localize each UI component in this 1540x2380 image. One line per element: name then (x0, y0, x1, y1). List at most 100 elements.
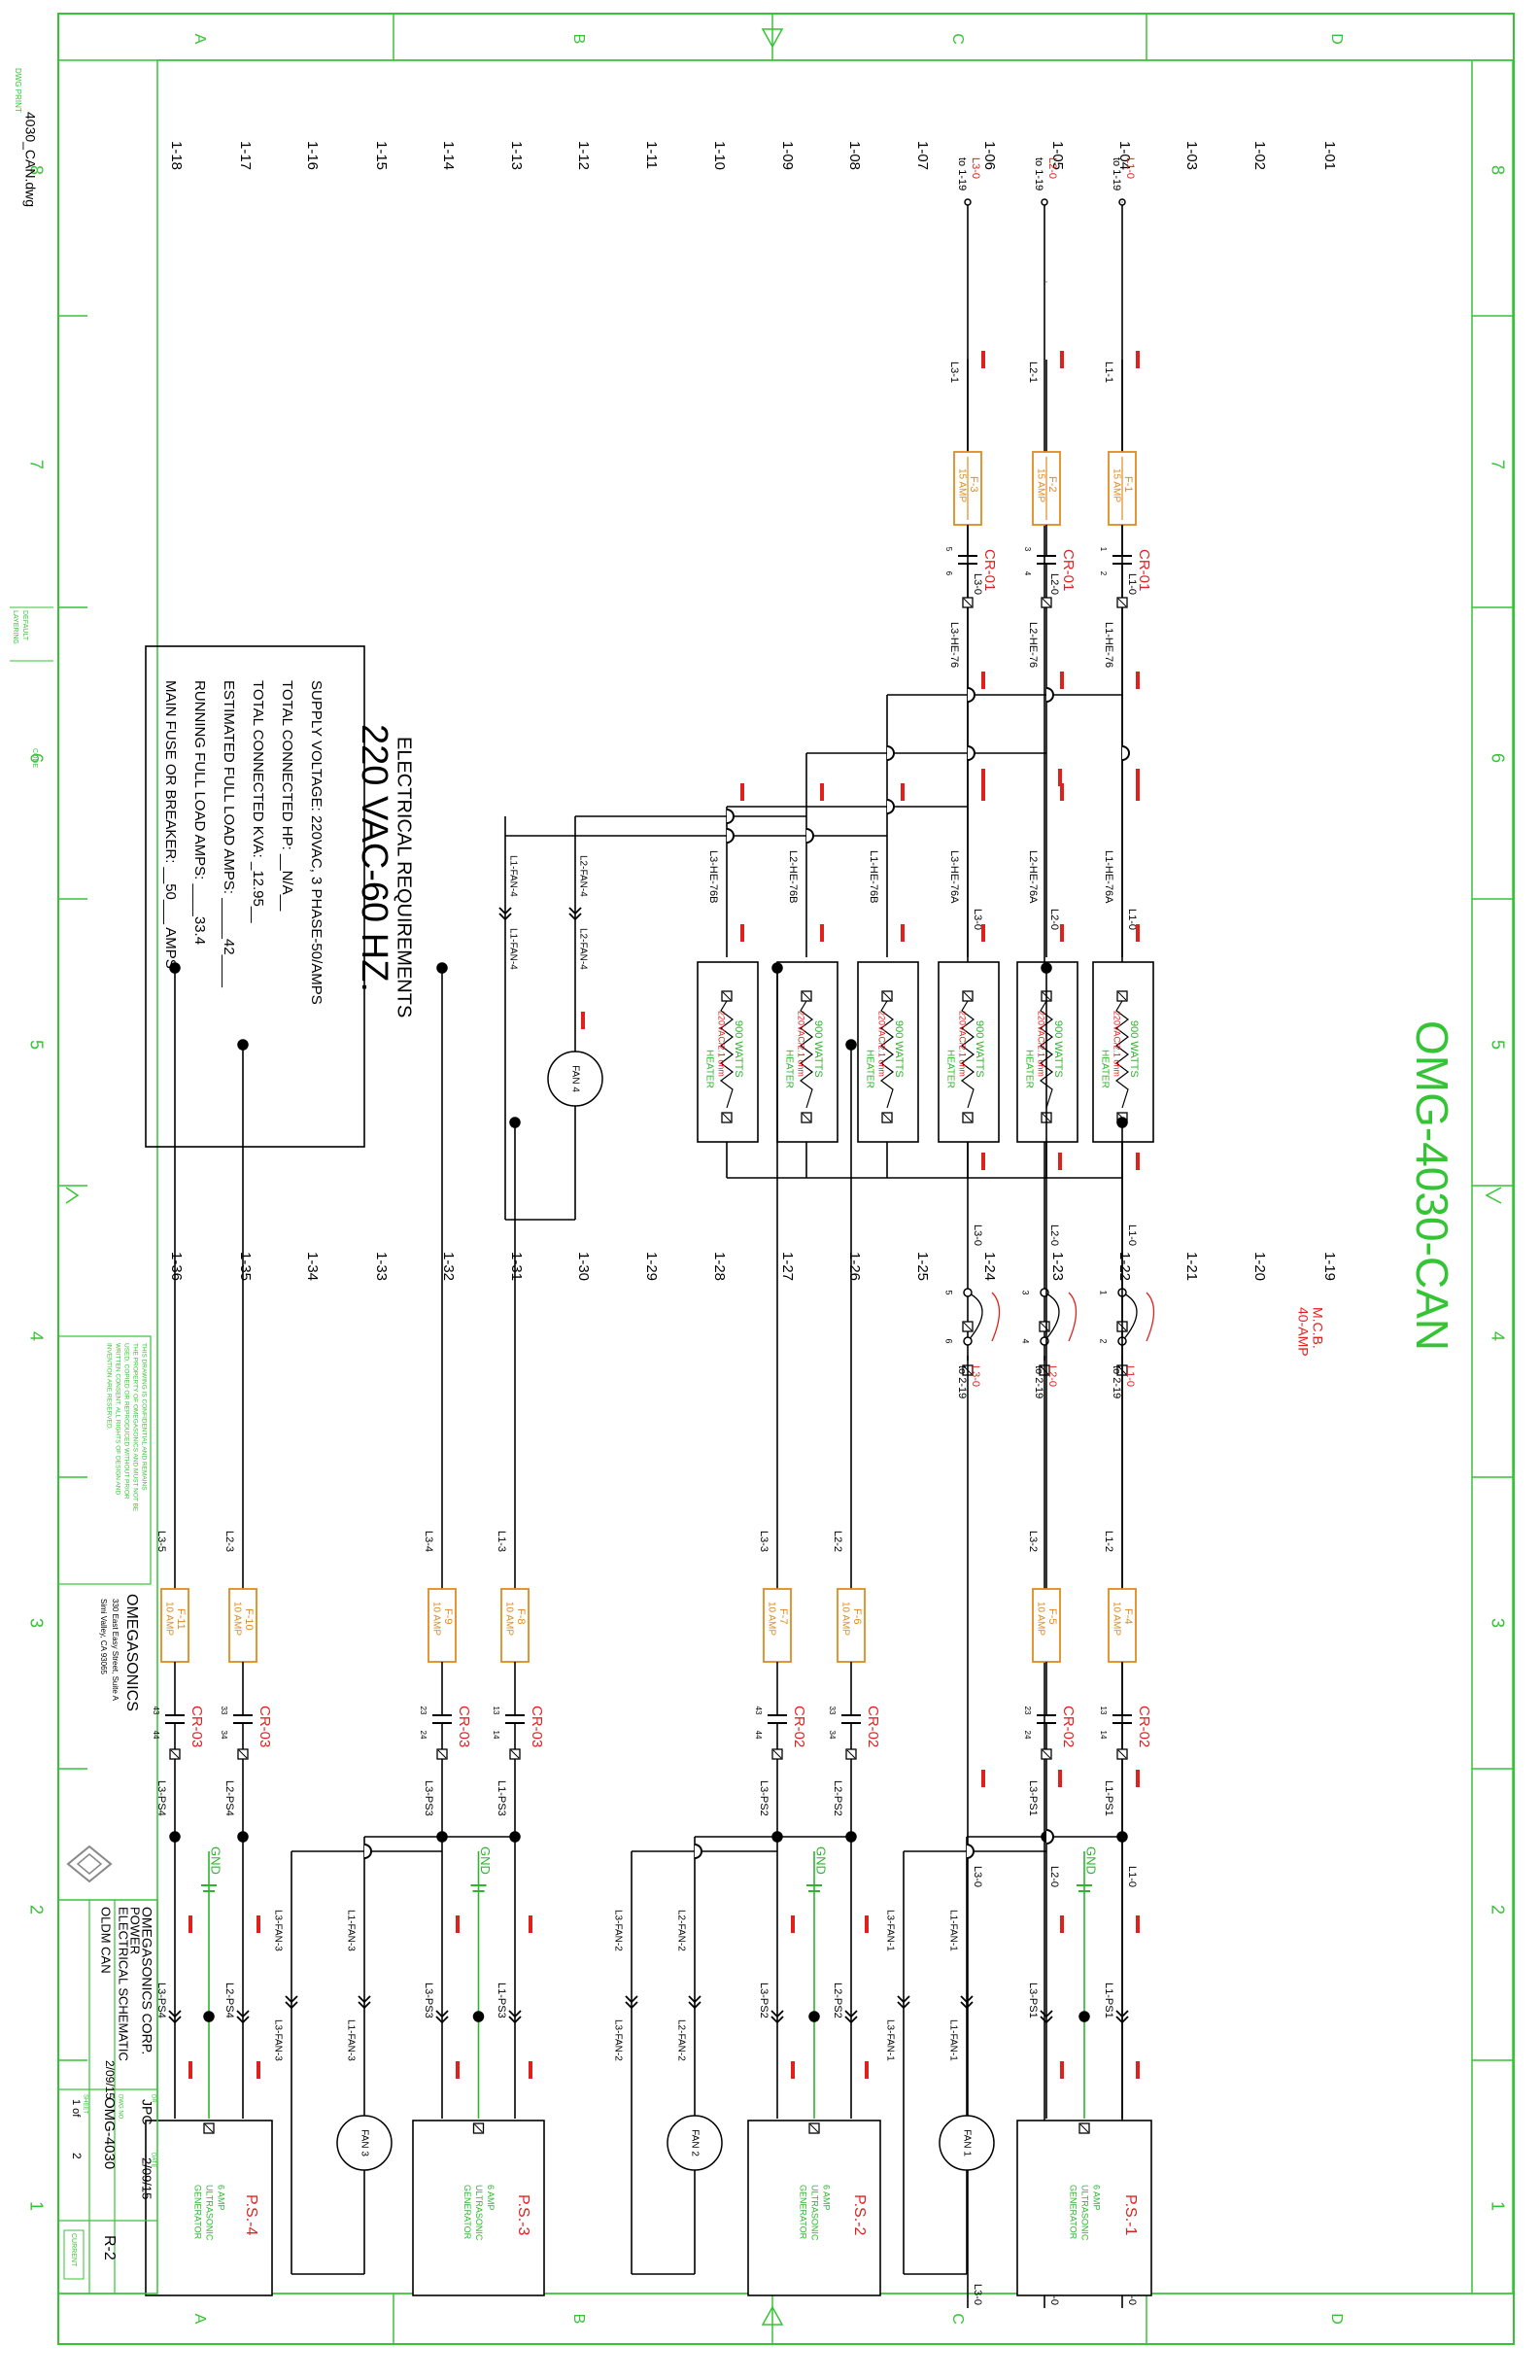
mcb-rating: 40-AMP (1295, 1307, 1311, 1357)
wire-hop (363, 1844, 372, 1859)
bus-label-mid: L1-0 (1126, 1224, 1138, 1246)
terminal-mark (722, 991, 732, 1001)
wire-hop (726, 828, 735, 844)
branch-wire-label: L2-1 (1027, 362, 1039, 383)
company-address: 330 East Easy Street, Suite A (111, 1599, 120, 1702)
fuse-label: F-7 (777, 1608, 789, 1625)
title-rev-tag: CURRENT (70, 2233, 77, 2267)
connector-symbol (508, 2010, 522, 2024)
wire-tag (1060, 924, 1064, 942)
line-number-top: 1-16 (304, 141, 321, 170)
line-number-bottom: 1-20 (1251, 1252, 1268, 1281)
mcb-pole (963, 1288, 973, 1297)
layer-tag: DEFAULT (21, 610, 28, 641)
ground-label: GND (478, 1846, 493, 1875)
bus-end (1041, 198, 1048, 206)
fuse-label: F-1 (1122, 476, 1134, 493)
fuse (837, 1588, 866, 1663)
wire-tag (1136, 1153, 1140, 1170)
relay-label: CR-02 (1060, 1706, 1077, 1747)
center-mark-icon (761, 2305, 784, 2326)
wire-hop (1121, 745, 1130, 761)
wire-tag (981, 924, 985, 942)
wire-tag (529, 1915, 532, 1933)
zone-number-left: 7 (26, 460, 46, 469)
zone-letter-bottom: C (949, 2313, 966, 2325)
line-number-top: 1-08 (846, 141, 863, 170)
generator-name: P.S.-3 (515, 2194, 531, 2236)
bus-label-mid: L1-0 (1126, 573, 1138, 595)
company-name: OMEGASONICS (123, 1594, 140, 1711)
connector-symbol (1115, 2010, 1129, 2024)
center-mark-icon (761, 28, 784, 49)
terminal-mark (437, 1749, 447, 1759)
mcb-terminal-number: 3 (1021, 1290, 1031, 1294)
fan4-wire-label: L2-FAN-4 (577, 928, 588, 970)
file-name: 4030_CAN.dwg (22, 112, 38, 207)
zone-number-right: 5 (1488, 1040, 1507, 1050)
branch-out-label: L2-PS2 (832, 1983, 843, 2018)
drawing-title: OMG-4030-CAN (1407, 1020, 1457, 1351)
bus-continuation: to 1-19 (1033, 157, 1044, 190)
branch-wire-label: L1-3 (496, 1531, 507, 1552)
relay-pin: 44 (754, 1731, 763, 1740)
layer-tag: CODE (31, 748, 38, 769)
terminal-mark (772, 1749, 782, 1759)
fuse-rating: 15 AMP (1035, 468, 1045, 502)
bus-end (964, 198, 972, 206)
bus-label-mid: L3-0 (972, 1866, 983, 1887)
wire-tag (1136, 769, 1140, 786)
mcb-pole (1040, 1336, 1049, 1346)
heater-spec: 220VAC/2.1 ohm (797, 1011, 806, 1077)
bus-label-mid: L3-0 (972, 2284, 983, 2305)
notice-box (57, 1335, 152, 1585)
bus-label-mid: L3-0 (972, 909, 983, 930)
fuse-rating: 10 AMP (503, 1602, 514, 1636)
heater-type: HEATER (944, 1050, 955, 1088)
relay-pin: 13 (1099, 1707, 1108, 1715)
bus-label-left: L2-0 (1046, 1365, 1058, 1387)
zone-letter-bottom: A (191, 2314, 208, 2325)
relay-pin: 24 (419, 1731, 428, 1740)
fuse-label: F-2 (1046, 476, 1058, 493)
line-number-top: 1-06 (981, 141, 998, 170)
wire-tag (1136, 783, 1140, 801)
line-number-top: 1-05 (1049, 141, 1066, 170)
wire-tag (865, 2061, 869, 2079)
branch-out-label: L1-HE-76 (1103, 622, 1114, 668)
branch-out-label: L3-HE-76 (948, 622, 960, 668)
notice-line: INVENTION ARE RESERVED. (105, 1343, 112, 1431)
requirements-title: ELECTRICAL REQUIREMENTS (394, 737, 415, 1018)
line-number-bottom: 1-28 (711, 1252, 728, 1281)
branch-wire-label: L3-2 (1027, 1531, 1039, 1552)
terminal-mark (474, 2123, 483, 2133)
line-number-top: 1-04 (1116, 141, 1133, 170)
terminal-mark (1042, 1749, 1051, 1759)
wire-tag (1136, 351, 1140, 368)
zone-number-right: 2 (1488, 1905, 1507, 1914)
generator-desc: ULTRASONIC (1080, 2185, 1090, 2241)
relay-pin: 6 (944, 571, 953, 576)
heater-wire-label: L2-HE-76B (787, 850, 799, 903)
company-address: Simi Valley, CA 93065 (99, 1599, 108, 1675)
bus-label-mid: L3-0 (972, 573, 983, 595)
wire-tag (257, 2061, 260, 2079)
relay-pin: 34 (220, 1731, 228, 1740)
fan-wire-label: L2-FAN-2 (675, 2019, 686, 2061)
line-number-bottom: 1-23 (1049, 1252, 1066, 1281)
heater-spec: 220VAC/2.1 ohm (1037, 1011, 1046, 1077)
line-number-top: 1-12 (575, 141, 592, 170)
mcb-contact (967, 1292, 983, 1342)
mcb-terminal-number: 2 (1099, 1338, 1109, 1343)
wire-tag (791, 2061, 795, 2079)
title-by: JPC (139, 2099, 154, 2124)
mcb-pole (963, 1336, 973, 1346)
line-number-bottom: 1-19 (1321, 1252, 1338, 1281)
fuse (228, 1588, 257, 1663)
fuse-rating: 10 AMP (231, 1602, 242, 1636)
connector-symbol (498, 907, 512, 921)
wire-hop (967, 745, 975, 761)
mcb-contact (1044, 1292, 1060, 1342)
zone-number-left: 5 (26, 1040, 46, 1050)
wire-tag (188, 1915, 192, 1933)
